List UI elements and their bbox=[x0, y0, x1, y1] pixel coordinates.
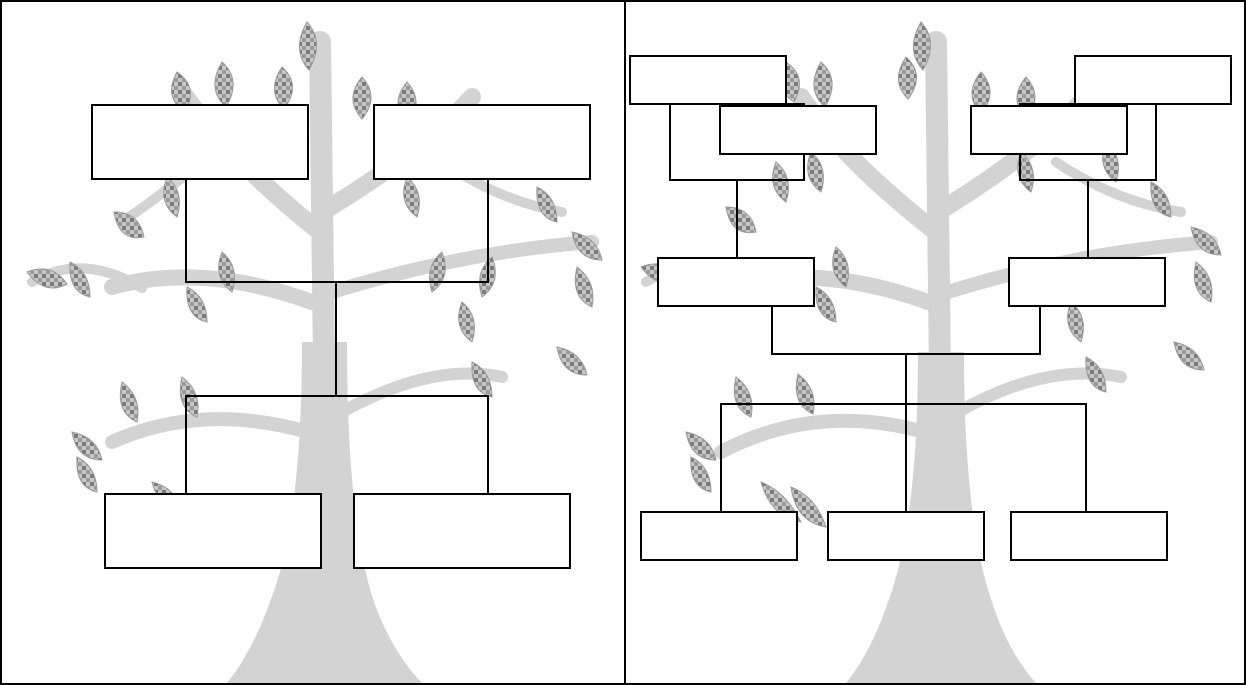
name-box[interactable] bbox=[373, 104, 591, 180]
leaf-icon bbox=[186, 286, 208, 323]
name-box[interactable] bbox=[1074, 55, 1232, 105]
name-box[interactable] bbox=[827, 511, 985, 561]
leaf-icon bbox=[690, 456, 712, 493]
leaf-icon bbox=[352, 76, 372, 120]
tree-diagram-left bbox=[26, 21, 603, 683]
leaf-icon bbox=[913, 21, 931, 71]
leaf-icon bbox=[898, 56, 917, 100]
leaf-icon bbox=[574, 266, 594, 308]
leaf-icon bbox=[458, 301, 475, 343]
leaf-icon bbox=[471, 361, 493, 398]
name-box[interactable] bbox=[1010, 511, 1168, 561]
leaf-icon bbox=[807, 151, 824, 193]
leaf-icon bbox=[1173, 341, 1205, 371]
leaf-icon bbox=[536, 186, 558, 223]
connector-lines bbox=[185, 178, 489, 494]
name-boxes bbox=[629, 55, 1232, 561]
leaf-icon bbox=[685, 431, 717, 461]
leaf-icon bbox=[1067, 301, 1084, 343]
connector-lines bbox=[669, 103, 1157, 512]
name-box[interactable] bbox=[104, 493, 322, 569]
leaf-icon bbox=[274, 66, 293, 110]
name-box[interactable] bbox=[91, 104, 309, 180]
tree-diagram-right bbox=[629, 21, 1232, 683]
leaf-icon bbox=[1193, 261, 1213, 303]
name-box[interactable] bbox=[970, 105, 1128, 155]
name-box[interactable] bbox=[640, 511, 798, 561]
name-box[interactable] bbox=[629, 55, 787, 105]
name-box[interactable] bbox=[719, 105, 877, 155]
leaf-icon bbox=[76, 456, 98, 493]
leaf-icon bbox=[1017, 151, 1034, 193]
leaf-icon bbox=[119, 381, 139, 423]
leaf-icon bbox=[429, 251, 446, 293]
leaf-icon bbox=[725, 206, 757, 234]
name-boxes bbox=[91, 104, 591, 569]
leaf-icon bbox=[772, 161, 789, 203]
name-box[interactable] bbox=[657, 257, 815, 307]
leaf-icon bbox=[1150, 181, 1172, 218]
family-tree-left bbox=[2, 2, 624, 683]
leaf-icon bbox=[571, 231, 603, 261]
family-tree-right bbox=[626, 2, 1244, 683]
panel-divider bbox=[624, 0, 626, 685]
leaf-icon bbox=[733, 376, 753, 418]
leaf-icon bbox=[71, 431, 103, 461]
leaf-icon bbox=[795, 373, 815, 415]
name-box[interactable] bbox=[1008, 257, 1166, 307]
name-box[interactable] bbox=[353, 493, 571, 569]
leaf-icon bbox=[790, 486, 827, 528]
leaf-icon bbox=[163, 176, 180, 218]
leaf-icon bbox=[1085, 356, 1107, 393]
leaf-icon bbox=[832, 246, 849, 288]
leaf-icon bbox=[556, 346, 588, 376]
leaf-icon bbox=[813, 61, 833, 108]
leaf-icon bbox=[403, 176, 420, 218]
leaf-icon bbox=[69, 261, 91, 298]
leaf-icon bbox=[815, 286, 837, 323]
leaf-icon bbox=[113, 211, 145, 239]
leaf-icon bbox=[214, 61, 234, 108]
leaf-icon bbox=[299, 21, 317, 71]
leaf-icon bbox=[1190, 226, 1222, 256]
leaf-icon bbox=[26, 268, 68, 289]
